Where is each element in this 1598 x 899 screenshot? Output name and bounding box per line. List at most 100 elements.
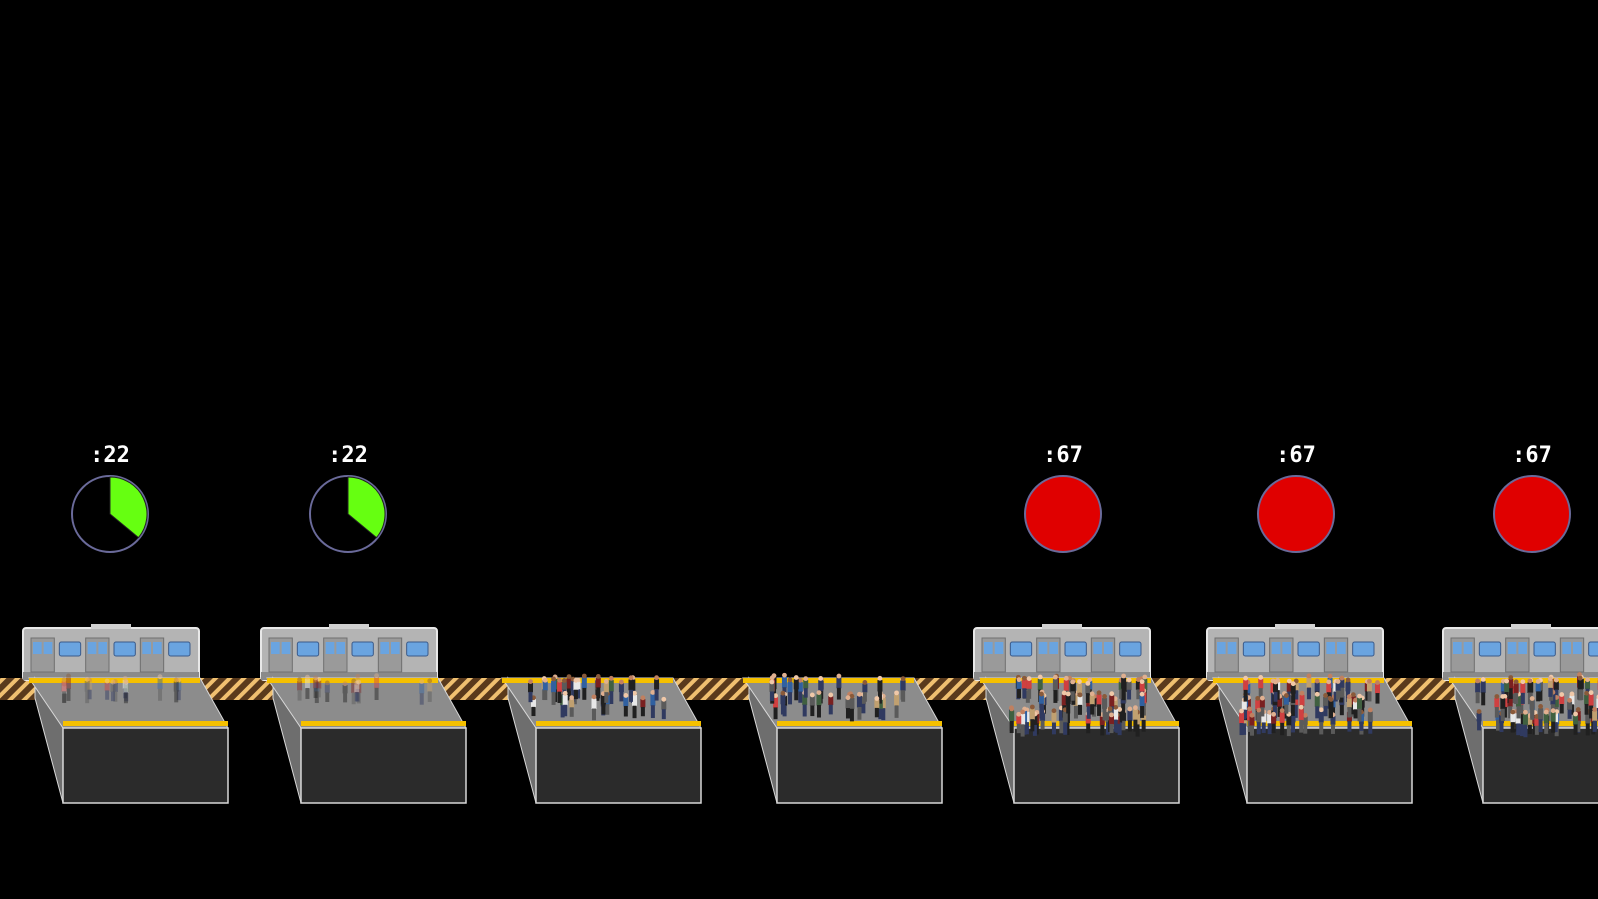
person-legs xyxy=(1074,706,1078,719)
person-head xyxy=(661,697,666,702)
person-legs xyxy=(788,692,792,704)
crowd-person xyxy=(1336,679,1341,700)
person-legs xyxy=(1142,720,1146,732)
crowd-person xyxy=(1250,713,1255,736)
person-torso xyxy=(1284,697,1289,705)
person-legs xyxy=(1272,724,1276,733)
crowd-person xyxy=(1481,677,1486,705)
person-head xyxy=(619,680,624,685)
person-torso xyxy=(354,684,359,692)
person-head xyxy=(1315,679,1320,684)
crowd-person xyxy=(1573,712,1578,735)
person-torso xyxy=(1319,711,1324,722)
person-legs xyxy=(1329,709,1333,718)
person-legs xyxy=(1347,721,1351,732)
person-legs xyxy=(1521,693,1525,704)
person-torso xyxy=(1357,698,1362,709)
person-torso xyxy=(1070,683,1075,691)
crowd-person xyxy=(1559,692,1564,713)
person-head xyxy=(1585,677,1590,682)
person-legs xyxy=(624,706,628,717)
person-legs xyxy=(1284,705,1288,714)
train-door-window xyxy=(984,642,993,654)
train-door-window xyxy=(33,642,42,654)
person-head xyxy=(874,696,879,701)
person-legs xyxy=(770,691,774,700)
person-torso xyxy=(1510,713,1515,722)
person-legs xyxy=(1307,688,1311,700)
person-head xyxy=(828,693,833,698)
person-head xyxy=(551,677,556,682)
person-torso xyxy=(427,682,432,692)
train-door-window xyxy=(1326,642,1335,654)
train-roof-unit xyxy=(329,624,369,629)
person-torso xyxy=(174,682,179,692)
person-legs xyxy=(1039,704,1043,714)
platform-front xyxy=(1483,728,1598,803)
crowd-person xyxy=(1102,694,1107,720)
crowd-person xyxy=(803,676,808,697)
person-torso xyxy=(828,696,833,705)
train-door-window xyxy=(995,642,1004,654)
person-legs xyxy=(837,688,841,700)
person-head xyxy=(305,675,310,680)
person-legs xyxy=(1010,721,1014,733)
train-window xyxy=(59,642,80,656)
crowd-person xyxy=(105,679,110,700)
person-legs xyxy=(1291,705,1295,716)
person-torso xyxy=(1323,697,1328,706)
person-torso xyxy=(1243,680,1248,691)
train-window xyxy=(1243,642,1264,656)
person-legs xyxy=(609,691,613,704)
person-head xyxy=(1351,692,1356,697)
crowd-person xyxy=(557,678,562,703)
person-head xyxy=(85,677,90,682)
crowd-person xyxy=(1551,708,1556,732)
person-head xyxy=(782,673,787,678)
train-door-window xyxy=(153,642,162,654)
person-legs xyxy=(1481,692,1485,705)
person-head xyxy=(1481,677,1486,682)
train-roof-unit xyxy=(1042,624,1082,629)
crowd-person xyxy=(1027,676,1032,699)
person-head xyxy=(567,674,572,679)
person-legs xyxy=(552,692,556,705)
train-door-window xyxy=(1337,642,1346,654)
person-head xyxy=(1340,676,1345,681)
train-door-window xyxy=(271,642,280,654)
crowd-person xyxy=(1286,712,1291,736)
person-torso xyxy=(1347,698,1352,707)
person-legs xyxy=(158,689,162,701)
person-torso xyxy=(894,695,899,706)
crowd-person xyxy=(551,677,556,705)
person-torso xyxy=(1109,695,1114,706)
crowd-person xyxy=(1051,708,1056,734)
person-torso xyxy=(325,684,330,693)
person-torso xyxy=(803,680,808,689)
crowd-person xyxy=(110,680,115,701)
person-legs xyxy=(1291,693,1295,703)
person-legs xyxy=(662,709,666,719)
train-door-window xyxy=(1562,642,1571,654)
platform-safety-line-front xyxy=(777,721,942,726)
person-head xyxy=(1077,679,1082,684)
person-head xyxy=(1260,696,1265,701)
person-torso xyxy=(1477,713,1482,721)
person-head xyxy=(1328,674,1333,679)
timer-label: :22 xyxy=(90,443,130,468)
person-legs xyxy=(1257,722,1261,734)
person-legs xyxy=(1340,705,1344,715)
crowd-person xyxy=(174,678,179,703)
person-legs xyxy=(1027,689,1031,699)
person-head xyxy=(1323,693,1328,698)
crowd-person xyxy=(1520,679,1525,704)
person-legs xyxy=(1523,725,1527,737)
train-door-window xyxy=(380,642,389,654)
person-head xyxy=(1247,707,1252,712)
person-torso xyxy=(780,695,785,705)
person-torso xyxy=(1017,681,1022,689)
person-torso xyxy=(788,682,793,693)
person-legs xyxy=(1560,704,1564,713)
crowd-person xyxy=(1375,680,1380,703)
